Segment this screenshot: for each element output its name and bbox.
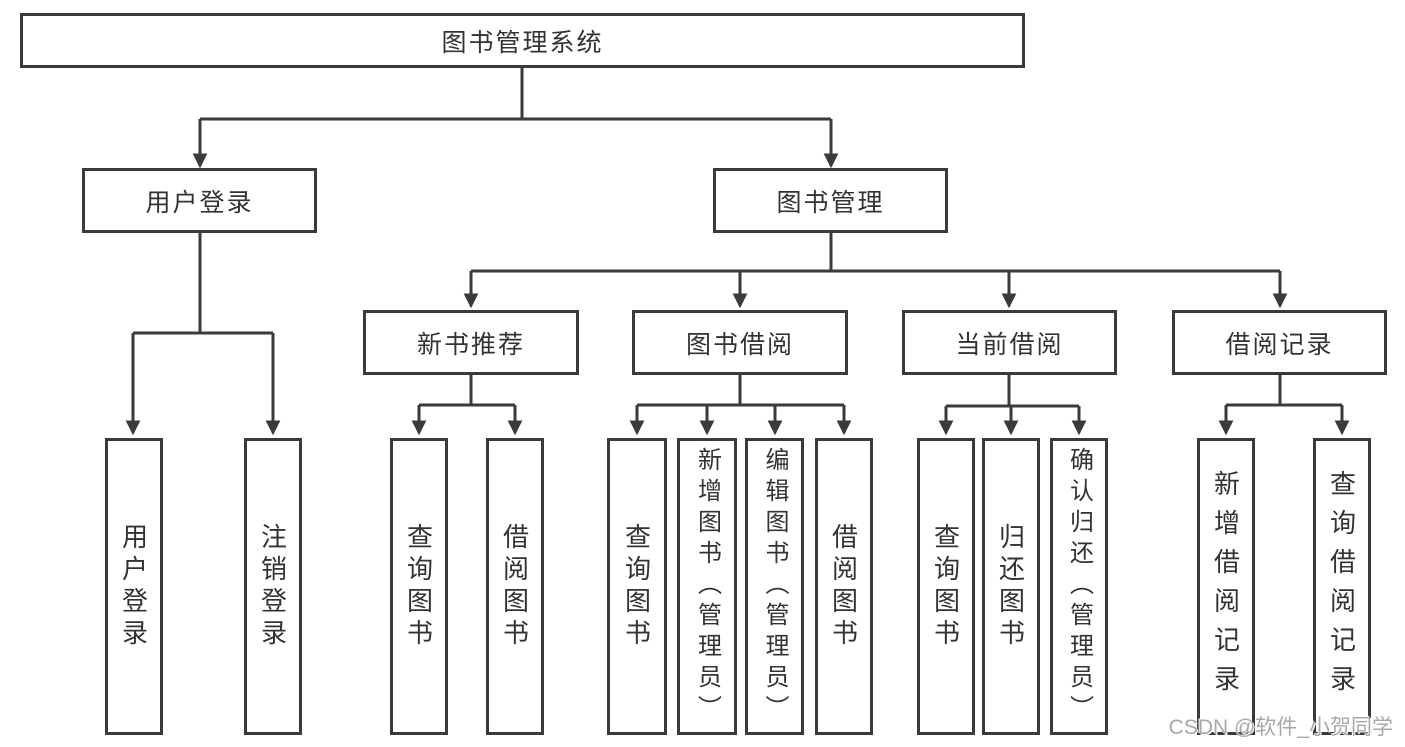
- node-book-management: 图书管理: [713, 168, 948, 233]
- leaf-borrow-books-recommend: 借阅图书: [486, 438, 544, 735]
- node-label: 查询借阅记录: [1326, 469, 1357, 704]
- node-library-management-system: 图书管理系统: [20, 13, 1025, 68]
- node-label: 用户登录: [145, 188, 254, 217]
- node-label: 新增借阅记录: [1210, 469, 1241, 704]
- leaf-query-books-current: 查询图书: [917, 438, 975, 735]
- node-borrowing-records: 借阅记录: [1172, 310, 1387, 375]
- node-book-borrowing: 图书借阅: [632, 310, 848, 375]
- leaf-add-borrow-record: 新增借阅记录: [1197, 438, 1255, 735]
- node-new-book-recommendation: 新书推荐: [363, 310, 579, 375]
- node-label: 借阅记录: [1225, 330, 1334, 359]
- node-label: 新书推荐: [416, 330, 525, 359]
- node-label: 图书管理系统: [441, 28, 604, 57]
- node-label: 归还图书: [995, 522, 1026, 651]
- node-label: 查询图书: [403, 522, 434, 651]
- leaf-user-login: 用户登录: [105, 438, 163, 735]
- node-label: 注销登录: [257, 522, 288, 651]
- leaf-confirm-return-admin: 确认归还（管理员）: [1050, 438, 1108, 735]
- leaf-query-borrow-record: 查询借阅记录: [1313, 438, 1371, 735]
- leaf-borrow-books: 借阅图书: [815, 438, 873, 735]
- leaf-query-books-borrowing: 查询图书: [607, 438, 667, 735]
- csdn-watermark: CSDN @软件_小贺同学: [1168, 716, 1393, 739]
- node-label: 借阅图书: [828, 522, 859, 651]
- node-label: 图书借阅: [685, 330, 794, 359]
- node-label: 编辑图书（管理员）: [761, 447, 788, 726]
- node-label: 图书管理: [776, 188, 885, 217]
- leaf-edit-books-admin: 编辑图书（管理员）: [745, 438, 804, 735]
- leaf-query-books-recommend: 查询图书: [390, 438, 448, 735]
- leaf-logout: 注销登录: [244, 438, 302, 735]
- node-label: 当前借阅: [955, 330, 1064, 359]
- node-user-login: 用户登录: [82, 168, 317, 233]
- node-label: 用户登录: [118, 522, 149, 651]
- node-label: 查询图书: [930, 522, 961, 651]
- node-label: 确认归还（管理员）: [1065, 447, 1093, 726]
- node-label: 借阅图书: [499, 522, 530, 651]
- leaf-return-books: 归还图书: [982, 438, 1040, 735]
- node-label: 新增图书（管理员）: [693, 447, 721, 726]
- node-current-borrowing: 当前借阅: [902, 310, 1117, 375]
- leaf-add-books-admin: 新增图书（管理员）: [677, 438, 737, 735]
- node-label: 查询图书: [621, 522, 652, 651]
